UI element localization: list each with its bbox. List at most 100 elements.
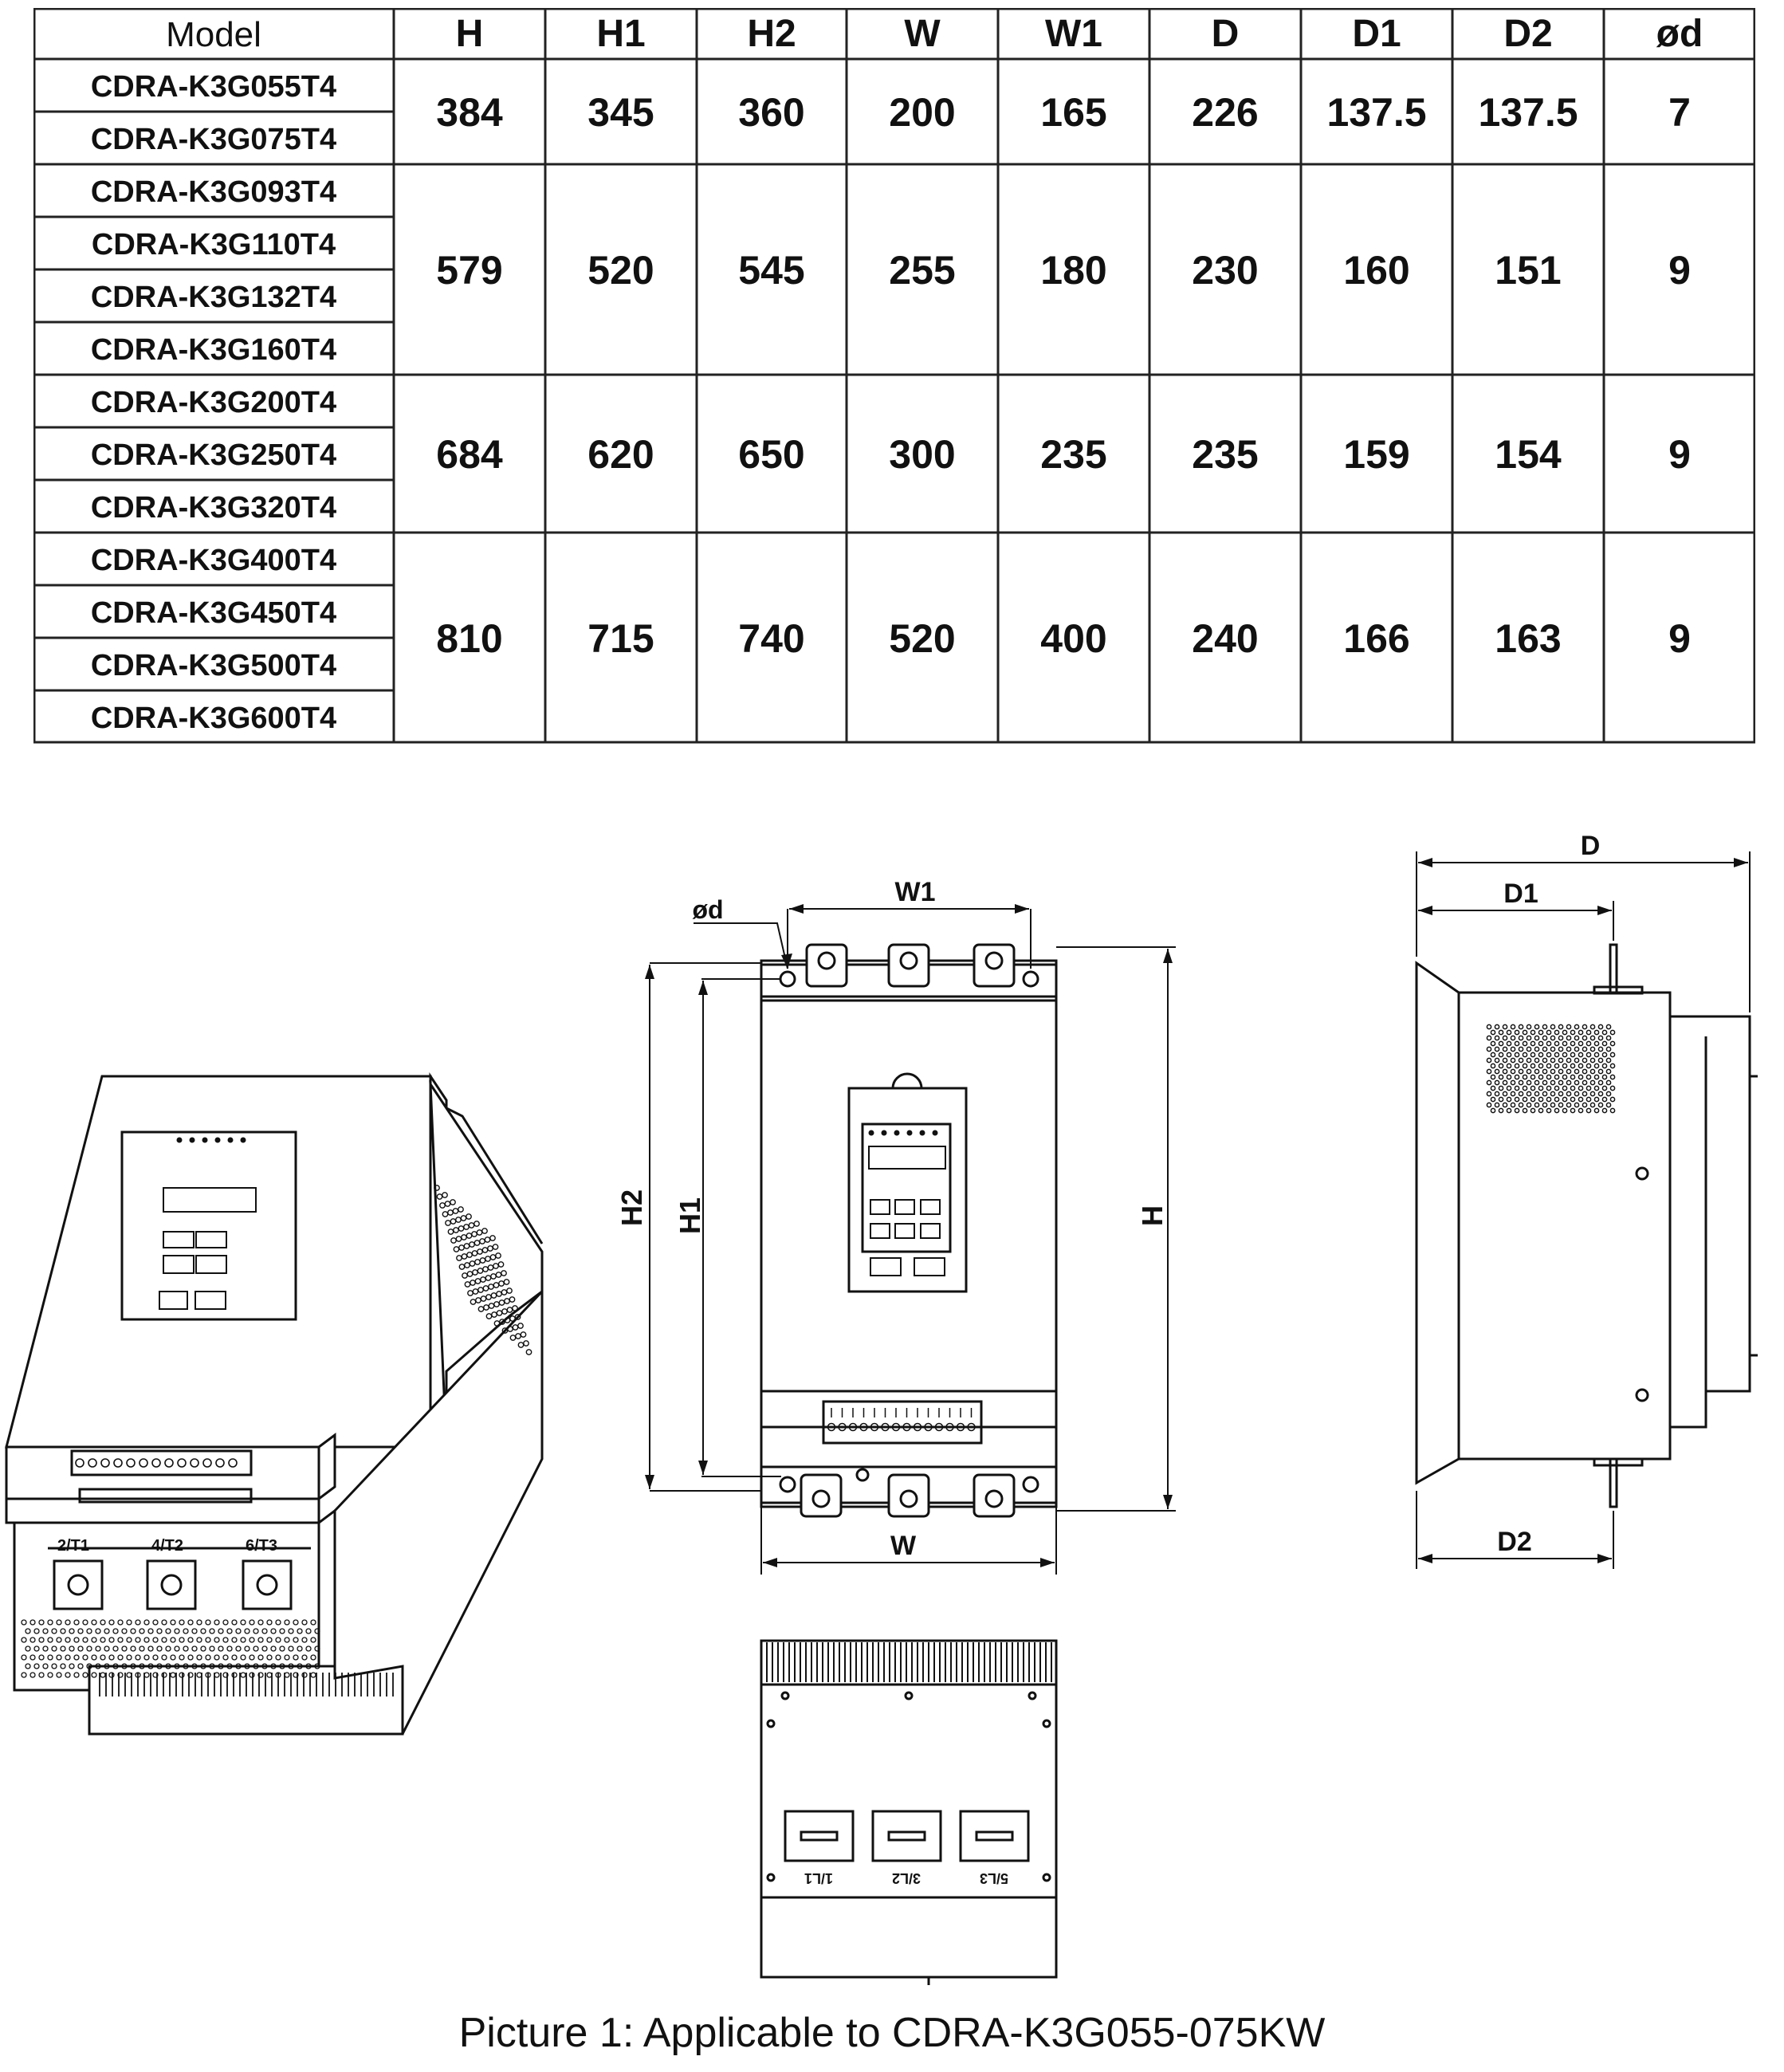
iso-perforation [170,1637,176,1643]
value-cell-h2: 545 [738,248,804,293]
vent-hole [1526,1024,1532,1030]
vent-hole [1589,1024,1596,1030]
value-cell-ød: 7 [1668,90,1691,135]
iso-perforation [288,1628,294,1634]
vent-hole [1538,1063,1544,1069]
iso-perforation [56,1619,62,1626]
vent-hole [1586,1074,1592,1080]
iso-perforation [244,1628,250,1634]
indicator-led [868,1130,874,1136]
vent-hole [1514,1107,1520,1114]
iso-perforation [200,1628,206,1634]
header-cell-w: W [904,13,941,55]
vent-hole [1609,1040,1616,1047]
value-cell-w1: 165 [1040,90,1106,135]
terminal-pin [934,1422,944,1432]
vent-hole [1550,1024,1556,1030]
vent-hole [1586,1085,1592,1091]
vent-hole [1498,1052,1504,1058]
iso-perforation [100,1672,106,1678]
vent-hole [1582,1046,1588,1052]
iso-perforation [284,1654,290,1661]
vent-hole [1498,1074,1504,1080]
vent-hole [1582,1079,1588,1086]
vent-hole [1609,1052,1616,1058]
vent-hole [1542,1035,1548,1041]
iso-perforation [38,1654,45,1661]
vent-hole [1589,1035,1596,1041]
iso-terminal-pin [100,1458,110,1468]
vent-hole [1586,1029,1592,1036]
iso-terminal-pin [75,1458,84,1468]
iso-vent-hole [439,1202,446,1209]
header-cell-d: D [1212,13,1240,55]
vent-hole [1538,1096,1544,1103]
vent-hole [1526,1102,1532,1108]
vent-hole [1601,1096,1608,1103]
iso-perforation [183,1645,189,1652]
iso-vent-hole [501,1327,509,1334]
iso-indicator-led [240,1137,246,1143]
iso-perforation [293,1672,299,1678]
vent-hole [1518,1102,1524,1108]
iso-perforation [231,1619,238,1626]
iso-indicator-led [189,1137,195,1143]
iso-terminal-pin [164,1458,174,1468]
iso-perforation [121,1663,128,1669]
vent-hole [1494,1057,1500,1064]
iso-perforation [293,1619,299,1626]
vent-hole [1597,1091,1604,1097]
terminal-pin [881,1422,890,1432]
iso-perforation [161,1637,167,1643]
iso-perforation [112,1628,119,1634]
side-vent-holes [1486,1024,1616,1114]
iso-terminal-pin [126,1458,136,1468]
iso-perforation [170,1654,176,1661]
iso-perforation [226,1645,233,1652]
iso-perforation [126,1619,132,1626]
iso-vent-hole [462,1272,468,1279]
vent-hole [1589,1046,1596,1052]
vent-hole [1522,1063,1528,1069]
vent-hole [1542,1068,1548,1075]
iso-perforation [69,1663,75,1669]
iso-terminal-lugs [53,1559,293,1610]
value-cell-d: 226 [1192,90,1258,135]
vent-hole [1578,1052,1584,1058]
iso-vent-hole [509,1335,517,1341]
vent-hole [1597,1035,1604,1041]
value-cell-ød: 9 [1668,616,1691,661]
iso-perforation [301,1619,308,1626]
iso-perforation [240,1672,246,1678]
iso-vent-hole [525,1349,532,1355]
iso-perforation [257,1619,264,1626]
iso-vent-hole [477,1306,485,1312]
iso-perforation [222,1637,229,1643]
vent-hole [1570,1052,1576,1058]
vent-hole [1522,1052,1528,1058]
vent-hole [1558,1079,1564,1086]
iso-indicator-led [214,1137,221,1143]
iso-perforation [143,1637,150,1643]
iso-perforation [73,1637,80,1643]
vent-hole [1514,1085,1520,1091]
vent-hole [1490,1074,1496,1080]
iso-perforation [100,1619,106,1626]
iso-perforation [147,1628,154,1634]
iso-perforation [156,1645,163,1652]
iso-perforation [310,1672,316,1678]
vent-hole [1554,1029,1560,1036]
vent-hole [1582,1068,1588,1075]
iso-perforation [100,1654,106,1661]
iso-perforation [25,1663,31,1669]
iso-perforation [33,1645,40,1652]
vent-hole [1510,1068,1516,1075]
iso-perforation [139,1663,145,1669]
iso-terminal-pin [88,1458,97,1468]
vent-hole [1578,1063,1584,1069]
vent-hole [1534,1102,1540,1108]
vent-hole [1546,1052,1552,1058]
iso-perforation [301,1654,308,1661]
vent-hole [1589,1091,1596,1097]
vent-hole [1502,1068,1508,1075]
